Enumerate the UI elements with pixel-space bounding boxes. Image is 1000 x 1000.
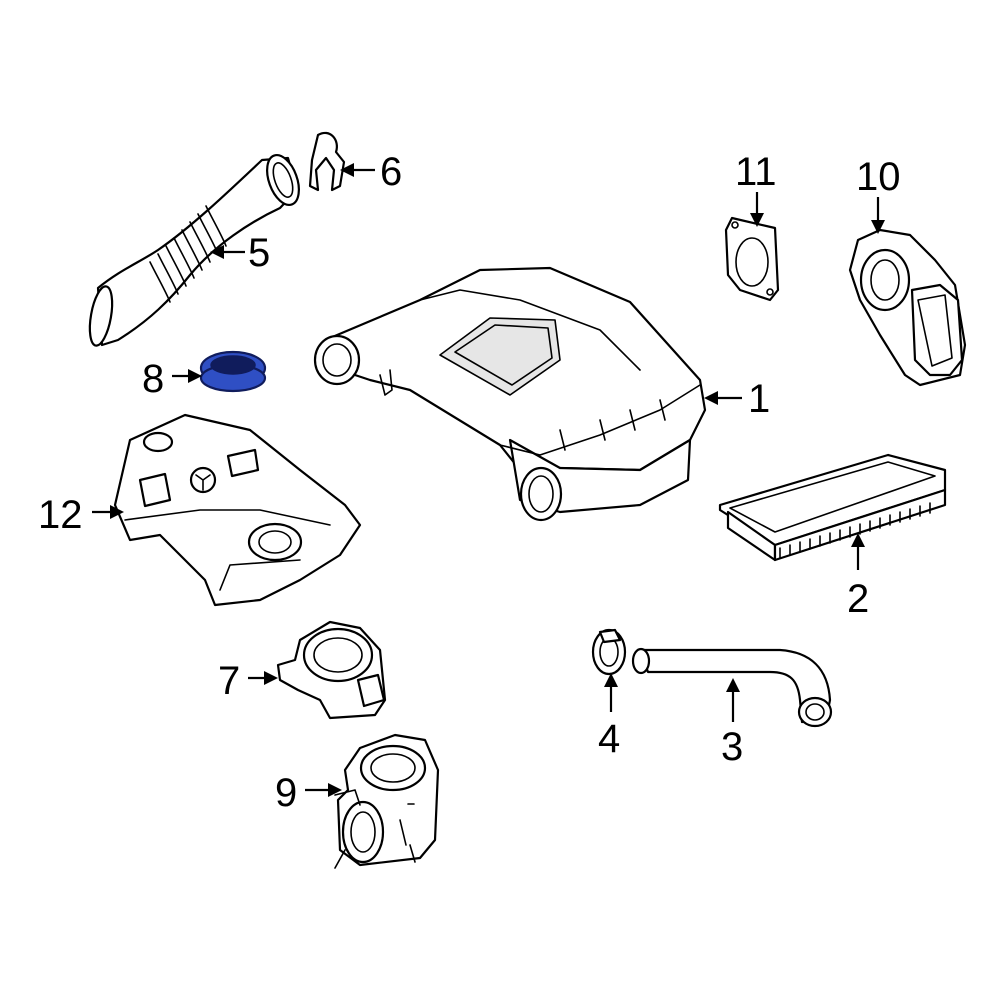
- callout-9[interactable]: 9: [275, 771, 297, 815]
- hose-clamp-part[interactable]: [591, 628, 627, 676]
- callout-11[interactable]: 11: [735, 150, 777, 194]
- retaining-clip-part[interactable]: [308, 131, 346, 192]
- callout-6[interactable]: 6: [380, 150, 402, 194]
- callout-10[interactable]: 10: [856, 155, 901, 199]
- callout-8[interactable]: 8: [142, 357, 164, 401]
- callout-1[interactable]: 1: [748, 377, 770, 421]
- callout-labels: 1 2 3 4 5 6 7 8 9 10 11 12: [38, 150, 901, 815]
- callout-4[interactable]: 4: [598, 717, 620, 761]
- mass-air-flow-sensor-part[interactable]: [276, 620, 387, 720]
- throttle-body-gasket-part[interactable]: [724, 216, 780, 302]
- air-cleaner-housing-part[interactable]: [313, 266, 707, 522]
- callout-12[interactable]: 12: [38, 493, 83, 537]
- seal-ring-part[interactable]: [199, 350, 267, 393]
- intake-duct-part[interactable]: [86, 151, 305, 348]
- air-filter-element-part[interactable]: [718, 453, 947, 562]
- callout-7[interactable]: 7: [218, 659, 240, 703]
- callout-2[interactable]: 2: [847, 577, 869, 621]
- engine-cover-part[interactable]: [113, 413, 362, 607]
- intake-adapter-part[interactable]: [334, 733, 440, 869]
- callout-5[interactable]: 5: [248, 231, 270, 275]
- callout-3[interactable]: 3: [721, 725, 743, 769]
- throttle-body-part[interactable]: [848, 228, 967, 387]
- leader-lines: [92, 163, 885, 797]
- breather-hose-part[interactable]: [631, 647, 833, 728]
